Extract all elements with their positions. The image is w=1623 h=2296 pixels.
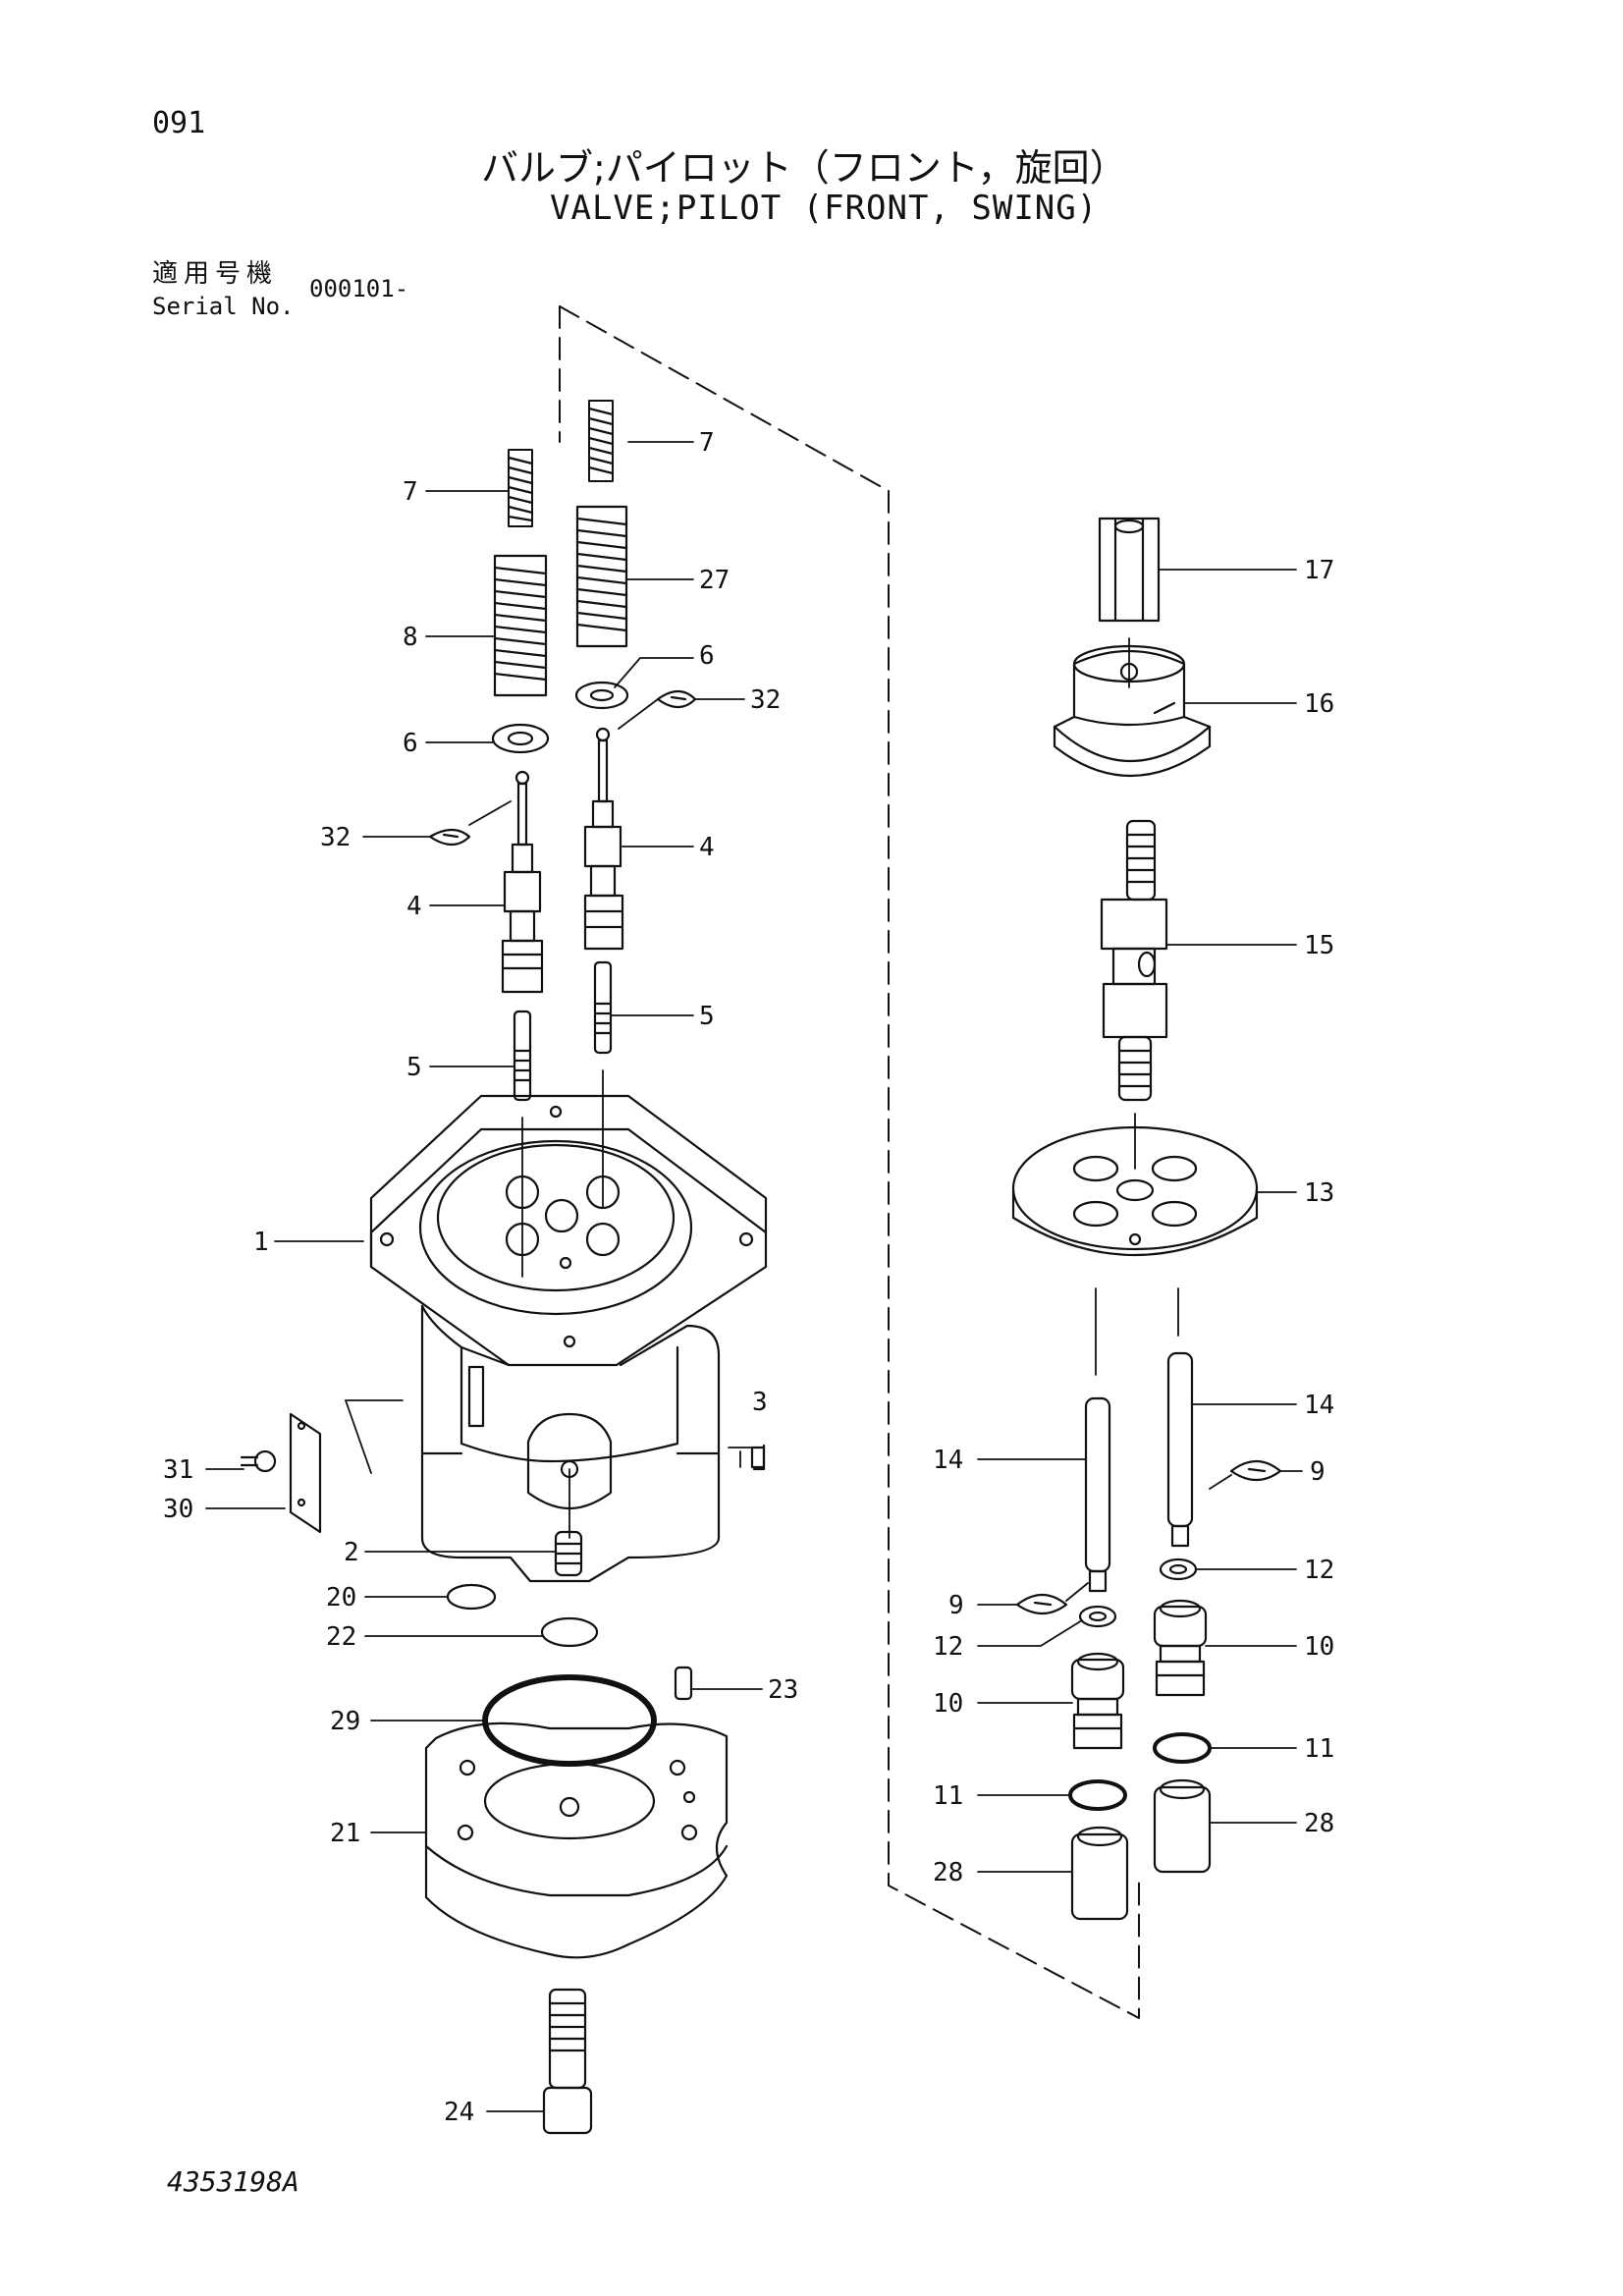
pin-5-left: [513, 1010, 532, 1102]
oring-22: [540, 1616, 599, 1648]
plug-2: [554, 1530, 583, 1577]
seat-6-left: [491, 723, 550, 754]
leader-lines: [205, 441, 1303, 2112]
washer-12-left: [1078, 1605, 1117, 1628]
callout-7-left: 7: [403, 477, 418, 507]
callout-5-right: 5: [699, 1002, 715, 1031]
callout-10-left: 10: [933, 1689, 963, 1719]
callout-1: 1: [253, 1228, 269, 1257]
callout-28-right: 28: [1304, 1809, 1334, 1838]
callout-12-right: 12: [1304, 1556, 1334, 1585]
serial-label-english: Serial No.: [152, 293, 295, 320]
callout-4-right: 4: [699, 833, 715, 862]
oring-20: [446, 1583, 497, 1611]
plug-10-right: [1153, 1599, 1208, 1697]
bolt-24: [542, 1988, 593, 2135]
oring-29: [482, 1674, 657, 1767]
push-rod-14-left: [1084, 1396, 1111, 1593]
push-rod-14-right: [1166, 1351, 1194, 1548]
plate-13: [1011, 1125, 1259, 1256]
callout-21: 21: [330, 1819, 360, 1848]
nut-17: [1098, 517, 1161, 623]
callout-11-left: 11: [933, 1781, 963, 1811]
drawing-number: 4353198A: [167, 2165, 299, 2198]
callout-5-left: 5: [406, 1053, 422, 1082]
callout-24: 24: [444, 2098, 474, 2127]
callout-6-right: 6: [699, 641, 715, 671]
washer-12-right: [1159, 1558, 1198, 1581]
subassembly-frame: [559, 305, 1140, 2019]
serial-number-value: 000101-: [309, 275, 409, 302]
callout-3: 3: [752, 1388, 768, 1417]
callout-29: 29: [330, 1707, 360, 1736]
callout-4-left: 4: [406, 892, 422, 921]
pin-23: [674, 1666, 693, 1701]
callout-14-right: 14: [1304, 1391, 1334, 1420]
callout-16: 16: [1304, 689, 1334, 719]
retainer-32-right: [656, 689, 697, 709]
callout-30: 30: [163, 1495, 193, 1524]
callout-32-left: 32: [320, 823, 351, 852]
callout-11-right: 11: [1304, 1734, 1334, 1764]
callout-8: 8: [403, 623, 418, 652]
retainer-32-left: [428, 828, 471, 847]
sleeve-28-left: [1070, 1826, 1129, 1921]
valve-body-1: [369, 1094, 768, 1583]
title-english: VALVE;PILOT (FRONT, SWING): [550, 189, 1099, 228]
callout-9-right: 9: [1310, 1457, 1325, 1487]
callout-6-left: 6: [403, 729, 418, 758]
spring-small-7-right: [587, 400, 615, 482]
callout-28-left: 28: [933, 1858, 963, 1887]
oring-11-right: [1153, 1732, 1212, 1764]
callout-13: 13: [1304, 1178, 1334, 1208]
callout-22: 22: [326, 1622, 356, 1652]
disc-cam-16: [1053, 644, 1212, 778]
serial-label-japanese: 適用号機: [152, 259, 279, 289]
callout-31: 31: [163, 1455, 193, 1485]
callout-17: 17: [1304, 556, 1334, 585]
title-japanese: バルブ;パイロット（フロント，旋回）: [481, 146, 1127, 190]
pin-5-right: [593, 960, 613, 1055]
callout-10-right: 10: [1304, 1632, 1334, 1662]
plate-30: [289, 1412, 322, 1534]
spring-large-8: [493, 554, 548, 697]
callout-14-left: 14: [933, 1446, 963, 1475]
universal-joint-15: [1100, 819, 1168, 1102]
plug-10-left: [1070, 1652, 1125, 1750]
page-number: 091: [152, 106, 206, 140]
callout-27: 27: [699, 566, 730, 595]
plug-3: [750, 1444, 766, 1471]
callout-9-left: 9: [948, 1591, 964, 1620]
retainer-9-right: [1229, 1459, 1282, 1482]
callout-12-left: 12: [933, 1632, 963, 1662]
spring-large-27: [575, 505, 628, 648]
retainer-9-left: [1015, 1593, 1068, 1615]
callout-7-right: 7: [699, 428, 715, 458]
sleeve-28-right: [1153, 1778, 1212, 1874]
callout-2: 2: [344, 1538, 359, 1567]
oring-11-left: [1068, 1779, 1127, 1811]
callout-20: 20: [326, 1583, 356, 1613]
spool-4-left: [501, 770, 544, 994]
casing-21: [424, 1722, 729, 1959]
callout-23: 23: [768, 1675, 798, 1705]
screw-31: [240, 1449, 277, 1473]
spring-small-7-left: [507, 449, 534, 527]
callout-32-right: 32: [750, 685, 781, 715]
callout-15: 15: [1304, 931, 1334, 960]
spool-4-right: [583, 727, 624, 951]
seat-6-right: [574, 681, 629, 710]
callout-labels: 7 8 6 32 4 5 7 27 6 32 4 5 1 3 31 30 2 2…: [163, 428, 1334, 2127]
